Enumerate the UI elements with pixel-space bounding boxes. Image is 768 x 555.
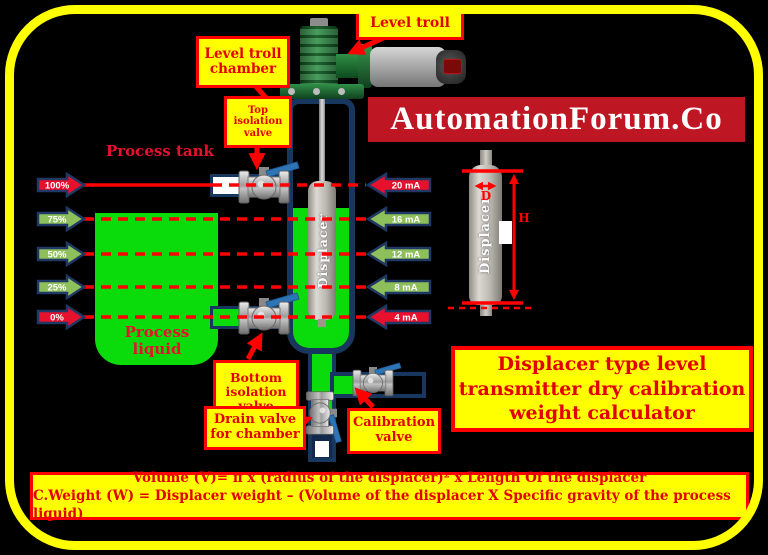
percent-label-25: 25% (47, 283, 67, 294)
percent-label-100: 100% (45, 181, 70, 192)
percent-arrow-50 (36, 240, 87, 268)
ma-arrow-12 (365, 240, 432, 268)
callout-top-isolation-valve: Top isolation valve (224, 96, 292, 148)
process-liquid-label: Process liquid (124, 323, 190, 358)
pointer-bottom-isolation (245, 332, 263, 361)
chamber-top-flange (280, 84, 364, 99)
process-tank-label: Process tank (106, 142, 214, 160)
ma-arrow-16 (365, 205, 432, 233)
flange-bolt (288, 88, 295, 95)
ma-label-4: 4 mA (394, 313, 417, 324)
formula-weight: C.Weight (W) = Displacer weight – (Volum… (33, 487, 731, 523)
flange-bolt (313, 88, 320, 95)
displacer-text: Displacer (314, 212, 330, 289)
percent-arrow-0 (36, 303, 87, 331)
reference-displacer: Displacer (469, 165, 502, 305)
drain-pipe-outlet (315, 441, 329, 457)
top-connection-pipe (210, 174, 289, 197)
transmitter-brand-tag (443, 59, 462, 74)
displacer-rod (319, 98, 325, 184)
image-highlight-patch (499, 221, 512, 244)
ma-label-16: 16 mA (392, 215, 421, 226)
ma-label-8: 8 mA (394, 283, 417, 294)
ma-label-12: 12 mA (392, 250, 421, 261)
percent-arrow-75 (36, 205, 87, 233)
banner: AutomationForum.Co (368, 97, 745, 142)
ma-arrow-8 (365, 273, 432, 301)
transmitter-neck (336, 54, 362, 78)
transmitter-flange-disc (358, 44, 372, 88)
transmitter-housing (370, 47, 446, 87)
percent-arrow-100 (36, 171, 87, 199)
percent-arrow-25 (36, 273, 87, 301)
dim-h-label: H (518, 211, 529, 225)
transmitter-valve-body (300, 26, 338, 86)
callout-level-troll-chamber: Level troll chamber (196, 36, 290, 88)
flange-bolt (338, 88, 345, 95)
ma-arrow-20 (365, 171, 432, 199)
process-tank (95, 213, 218, 365)
callout-calibration-valve: Calibration valve (347, 408, 441, 454)
bottom-connection-pipe (210, 306, 289, 329)
formula-volume: Volume (V)= π x (radius of the displacer… (132, 469, 647, 486)
chamber-drain-pipe-lower (308, 416, 336, 462)
calibration-pipe-liquid (334, 376, 364, 394)
calibration-pipe (330, 372, 426, 398)
callout-level-troll: Level troll (356, 8, 464, 40)
reference-displacer-top-nub (480, 150, 492, 167)
percent-label-75: 75% (47, 215, 67, 226)
formula-box: Volume (V)= π x (radius of the displacer… (30, 469, 749, 523)
banner-text: AutomationForum.Co (390, 101, 723, 137)
transmitter-top-cap (310, 18, 328, 28)
callout-drain-valve: Drain valve for chamber (204, 406, 306, 450)
reference-displacer-text: Displacer (478, 195, 493, 275)
percent-label-50: 50% (47, 250, 67, 261)
ma-label-20: 20 mA (392, 181, 421, 192)
title-box: Displacer type level transmitter dry cal… (451, 346, 753, 432)
displacer-bottom-tip (318, 319, 326, 327)
ma-arrow-4 (365, 303, 432, 331)
reference-displacer-bottom-nub (480, 304, 492, 316)
percent-label-0: 0% (50, 313, 64, 324)
displacer-in-chamber: Displacer (308, 181, 336, 320)
